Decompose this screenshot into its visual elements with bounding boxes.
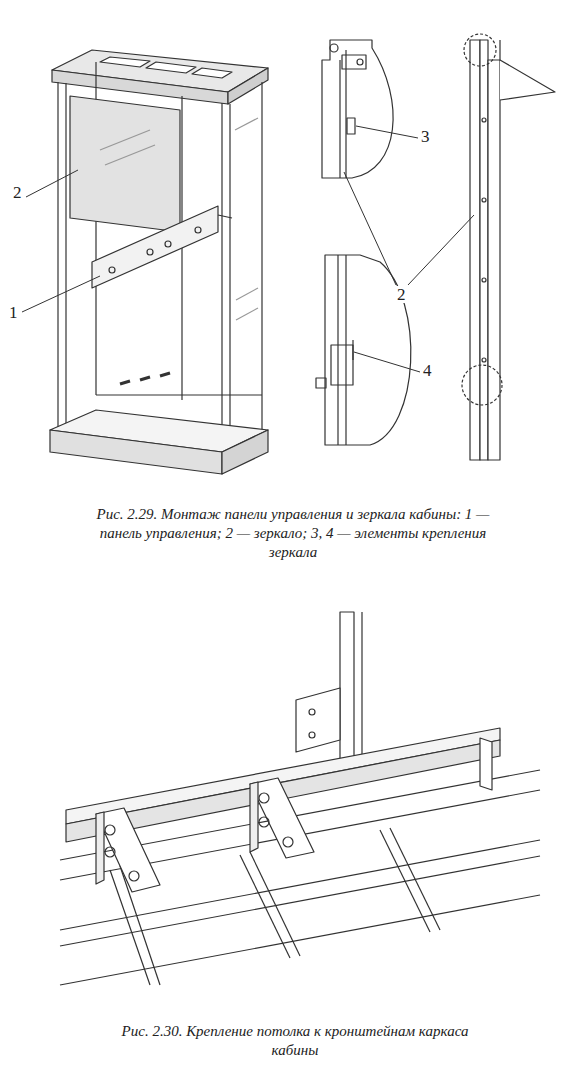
leader-lines [22, 126, 474, 372]
ceiling-fixing-drawing [60, 612, 540, 985]
callout-number: 2 [12, 184, 23, 201]
figure-caption: Рис. 2.29. Монтаж панели управления и зе… [88, 505, 498, 561]
callout-number: 2 [396, 286, 407, 303]
callout-number: 1 [8, 304, 19, 321]
cabin-frame [50, 50, 268, 474]
mirror-profile [462, 34, 555, 460]
callout-number: 4 [422, 362, 433, 379]
callout-number: 3 [420, 128, 431, 145]
mirror-fixing-detail-top [322, 40, 393, 178]
figure-caption: Рис. 2.30. Крепление потолка к кронштейн… [110, 1022, 480, 1060]
mirror-fixing-detail-bottom [316, 255, 411, 445]
